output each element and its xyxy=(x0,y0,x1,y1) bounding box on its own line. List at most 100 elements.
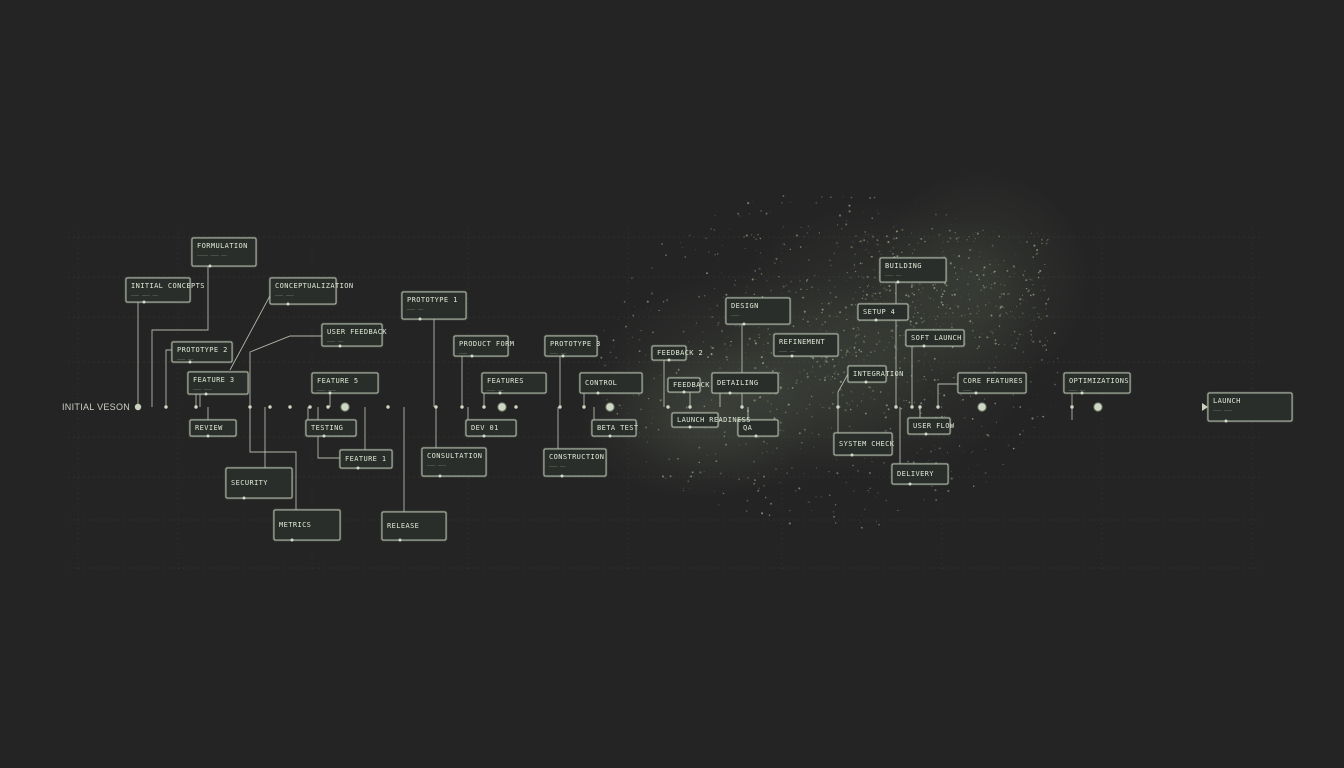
node-subtitle: ——— ——— xyxy=(1213,409,1232,414)
particle xyxy=(899,360,901,363)
particle xyxy=(975,231,977,233)
timeline-node[interactable]: REFINEMENT——— —— xyxy=(773,333,839,358)
particle xyxy=(994,339,997,342)
timeline-milestone-dot[interactable] xyxy=(977,402,987,412)
timeline-node[interactable]: FORMULATION———— ——— —— xyxy=(191,237,257,268)
timeline-node[interactable]: PROTOTYPE 1——— —— xyxy=(401,291,467,321)
timeline-node[interactable]: PROTOTYPE 2——— —— xyxy=(171,341,233,364)
timeline-milestone-dot[interactable] xyxy=(340,402,350,412)
particle xyxy=(625,325,627,328)
node-title: SYSTEM CHECK xyxy=(839,440,895,448)
timeline-node[interactable]: CONTROL xyxy=(579,372,643,395)
timeline-node[interactable]: BUILDING——— —— xyxy=(879,257,947,284)
particle xyxy=(954,304,956,306)
particle xyxy=(800,226,802,229)
node-anchor-dot xyxy=(728,391,732,395)
timeline-node[interactable]: BETA TEST xyxy=(591,419,639,438)
timeline-milestone-dot[interactable] xyxy=(605,402,615,412)
particle xyxy=(887,241,890,244)
particle xyxy=(917,242,919,244)
node-anchor-dot xyxy=(290,538,294,542)
particle xyxy=(703,341,705,343)
timeline-node[interactable]: FEATURE 1 xyxy=(339,449,393,470)
particle xyxy=(804,235,805,237)
timeline-node[interactable]: DEV 01 xyxy=(465,419,517,438)
particle xyxy=(809,399,811,400)
particle xyxy=(912,325,915,328)
particle xyxy=(714,288,715,289)
timeline-node[interactable]: METRICS xyxy=(273,509,341,542)
particle xyxy=(1005,312,1007,314)
timeline-node[interactable]: CONSTRUCTION——— —— xyxy=(543,448,607,478)
particle xyxy=(943,323,945,325)
timeline-node[interactable]: SETUP 4 xyxy=(857,303,909,322)
timeline-node[interactable]: SYSTEM CHECK xyxy=(833,432,895,457)
timeline-node[interactable]: INITIAL CONCEPTS——— ——— —— xyxy=(125,277,205,304)
timeline-node[interactable]: USER FEEDBACK——— —— xyxy=(321,323,387,348)
particle xyxy=(974,336,976,338)
particle xyxy=(840,349,842,351)
particle xyxy=(1013,266,1015,269)
timeline-node[interactable]: DELIVERY xyxy=(891,463,949,486)
timeline-node[interactable]: LAUNCH——— ——— xyxy=(1207,392,1293,423)
timeline-node[interactable]: CONSULTATION——— ——— xyxy=(421,447,487,478)
timeline-node[interactable]: QA xyxy=(737,419,779,438)
timeline-node[interactable]: SECURITY xyxy=(225,467,293,500)
particle xyxy=(1033,426,1035,428)
particle xyxy=(807,501,810,503)
timeline-node[interactable]: DETAILING xyxy=(711,372,779,395)
particle xyxy=(1038,340,1041,343)
particle xyxy=(711,399,713,401)
particle xyxy=(771,370,774,372)
particle xyxy=(968,236,970,238)
particle xyxy=(769,410,772,413)
particle xyxy=(893,356,897,359)
timeline-node[interactable]: FEATURES——— —— xyxy=(481,372,547,395)
timeline-node[interactable]: PROTOTYPE 3——— —— xyxy=(544,335,601,358)
particle xyxy=(791,397,793,399)
particle xyxy=(1022,274,1025,276)
timeline-milestone-dot[interactable] xyxy=(497,402,507,412)
particle xyxy=(837,373,840,376)
particle xyxy=(1039,269,1042,273)
particle xyxy=(839,380,842,383)
timeline-milestone-dot[interactable] xyxy=(1093,402,1103,412)
particle xyxy=(915,322,918,325)
timeline-node[interactable]: PRODUCT FORM——— xyxy=(453,335,514,358)
node-title: OPTIMIZATIONS xyxy=(1069,377,1129,385)
timeline-node[interactable]: DESIGN——— xyxy=(725,297,791,326)
timeline-node[interactable]: RELEASE xyxy=(381,511,447,542)
particle xyxy=(836,316,838,317)
particle xyxy=(981,332,983,335)
timeline-node[interactable]: REVIEW xyxy=(189,419,237,438)
particle xyxy=(944,282,947,285)
timeline-node[interactable]: CONCEPTUALIZATION——— ——— xyxy=(269,277,353,306)
timeline-node[interactable]: USER FLOW xyxy=(907,417,955,436)
particle xyxy=(853,264,855,267)
particle xyxy=(953,266,956,269)
timeline-node[interactable]: TESTING xyxy=(305,419,357,438)
particle xyxy=(976,312,978,314)
timeline-tick-dot xyxy=(666,405,670,409)
timeline-node[interactable]: FEATURE 5——— ——— xyxy=(311,372,379,395)
timeline-node[interactable]: CORE FEATURES——— xyxy=(957,372,1027,395)
particle xyxy=(754,479,756,481)
particle xyxy=(1016,342,1018,344)
particle xyxy=(766,331,768,333)
timeline-node[interactable]: FEEDBACK 2 xyxy=(651,345,703,362)
timeline-node[interactable]: SOFT LAUNCH xyxy=(905,329,965,348)
particle xyxy=(1038,271,1040,274)
particle xyxy=(779,481,781,483)
timeline-node[interactable]: OPTIMIZATIONS——— —— xyxy=(1063,372,1131,395)
timeline-node[interactable]: INTEGRATION xyxy=(847,365,904,384)
timeline-node[interactable]: FEATURE 3——— ——— xyxy=(187,371,249,396)
particle xyxy=(818,289,819,290)
particle xyxy=(862,290,865,293)
node-box xyxy=(421,447,487,477)
node-box xyxy=(187,371,249,395)
particle xyxy=(757,233,759,236)
timeline-node[interactable]: FEEDBACK xyxy=(667,377,710,394)
timeline-node[interactable]: LAUNCH READINESS xyxy=(671,412,751,429)
particle xyxy=(799,280,801,282)
particle xyxy=(668,458,670,460)
